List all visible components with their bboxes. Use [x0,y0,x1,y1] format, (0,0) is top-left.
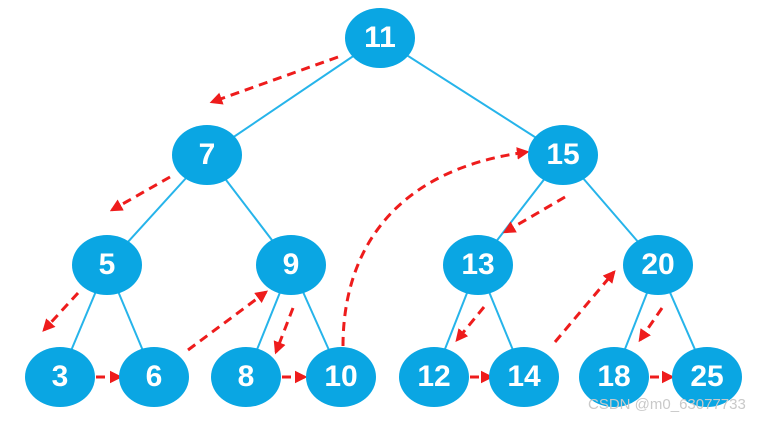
watermark: CSDN @m0_63077733 [588,396,746,413]
tree-node-3: 3 [25,347,95,407]
tree-node-11: 11 [345,8,415,68]
node-label: 12 [417,360,450,393]
tree-node-13: 13 [443,235,513,295]
tree-node-6: 6 [119,347,189,407]
node-label: 8 [238,360,255,393]
node-label: 20 [641,248,674,281]
node-label: 9 [283,248,300,281]
traversal-arrow-6-9 [187,290,269,352]
node-circle [172,125,242,185]
traversal-arrow-7-5 [109,175,171,212]
node-circle [306,347,376,407]
node-label: 14 [507,360,541,393]
tree-node-14: 14 [489,347,559,407]
tree-node-18: 18 [579,347,649,407]
tree-node-8: 8 [211,347,281,407]
traversal-arrow-13-12 [455,306,486,342]
traversal-arrow-9-8 [273,307,295,355]
tree-node-7: 7 [172,125,242,185]
node-circle [345,8,415,68]
node-label: 7 [199,138,216,171]
node-circle [119,347,189,407]
tree-node-12: 12 [399,347,469,407]
node-label: 5 [99,248,116,281]
traversal-arrow-10-15 [341,147,530,347]
node-circle [256,235,326,295]
tree-node-5: 5 [72,235,142,295]
node-label: 11 [364,21,396,54]
node-label: 10 [324,360,357,393]
node-label: 15 [546,138,579,171]
node-circle [672,347,742,407]
node-circle [623,235,693,295]
tree-node-15: 15 [528,125,598,185]
node-circle [489,347,559,407]
tree-edge-11-15 [379,37,564,156]
tree-node-20: 20 [623,235,693,295]
node-circle [399,347,469,407]
traversal-arrow-15-13 [502,195,566,234]
node-label: 3 [52,360,69,393]
traversal-arrow-5-3 [42,291,80,332]
node-label: 6 [146,360,163,393]
traversal-arrow-14-20 [553,270,616,343]
node-circle [579,347,649,407]
node-label: 25 [690,360,723,393]
node-label: 13 [461,248,494,281]
node-circle [72,235,142,295]
node-label: 18 [597,360,630,393]
tree-node-25: 25 [672,347,742,407]
node-circle [25,347,95,407]
traversal-arrow-11-7 [209,55,339,105]
tree-node-9: 9 [256,235,326,295]
node-circle [211,347,281,407]
traversal-arrow-20-18 [638,307,664,343]
tree-edge-11-7 [206,37,381,156]
node-circle [443,235,513,295]
tree-node-10: 10 [306,347,376,407]
node-circle [528,125,598,185]
